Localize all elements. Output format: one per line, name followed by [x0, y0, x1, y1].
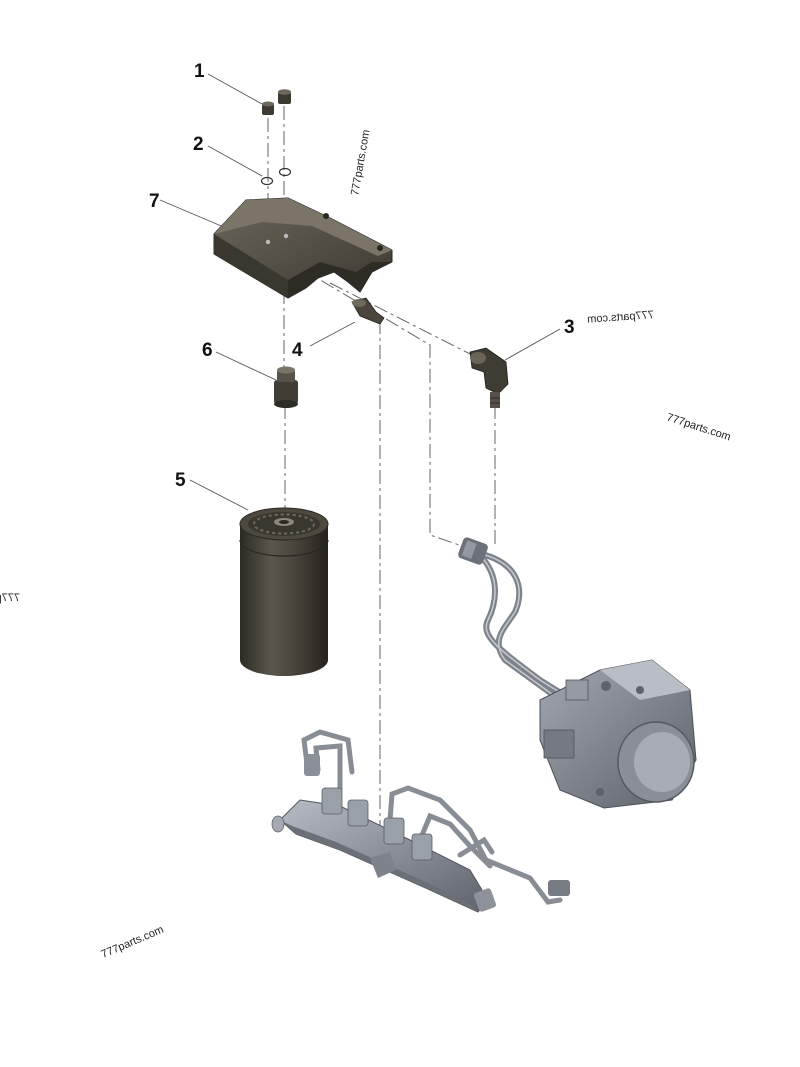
callout-6: 6	[202, 340, 213, 361]
watermark-top: 777parts.com	[349, 129, 372, 197]
leader-line-6	[215, 351, 277, 381]
leader-line-1	[207, 73, 263, 105]
part-5-fuel-filter	[239, 507, 329, 676]
watermark-left-edge: 777parts.com	[0, 592, 20, 604]
plug-right	[278, 89, 291, 104]
part-3-elbow-fitting	[469, 347, 509, 408]
leader-line-7	[159, 199, 227, 229]
callout-3: 3	[564, 317, 575, 338]
leader-line-4	[309, 321, 356, 347]
callout-numbers: 1 2 3 4 5 6 7	[149, 61, 575, 491]
part-6-adapter	[274, 366, 298, 408]
guide-line-elbow	[329, 282, 479, 359]
callout-5: 5	[175, 470, 186, 491]
leader-line-5	[189, 479, 249, 511]
fuel-supply-lines	[469, 549, 583, 708]
callout-4: 4	[292, 340, 303, 361]
o-ring-left	[260, 176, 274, 186]
part-1-plugs	[262, 89, 291, 115]
callout-7: 7	[149, 191, 160, 212]
part-7-filter-bracket	[213, 197, 393, 299]
high-pressure-pump	[539, 659, 697, 809]
hose-connector	[458, 537, 488, 565]
part-2-o-rings	[260, 167, 292, 186]
plug-left	[262, 101, 274, 115]
common-rail-assembly	[271, 729, 570, 913]
o-ring-right	[278, 167, 292, 177]
leader-line-3	[504, 328, 561, 361]
part-4-fitting	[351, 297, 385, 325]
fuel-supply-lines-highlight	[471, 551, 581, 706]
watermark-bottom: 777parts.com	[99, 924, 165, 961]
leader-line-2	[207, 145, 263, 177]
callout-1: 1	[194, 61, 205, 82]
callout-2: 2	[193, 134, 204, 155]
leader-lines	[159, 73, 561, 511]
watermark-right-flipped: 777parts.com	[587, 309, 654, 326]
watermark-right: 777parts.com	[665, 411, 732, 443]
